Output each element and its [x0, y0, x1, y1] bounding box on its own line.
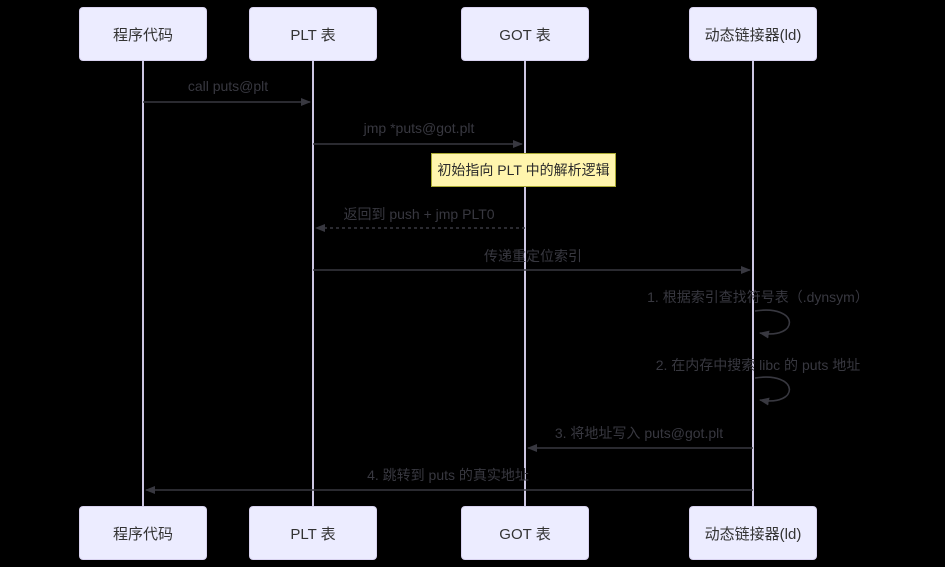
message-label-search-libc: 2. 在内存中搜索 libc 的 puts 地址: [655, 357, 861, 373]
actor-label: 程序代码: [112, 525, 173, 543]
self-loop-search-libc: [754, 376, 791, 406]
actor-label: GOT 表: [499, 26, 551, 44]
note-initial-plt-resolver: 初始指向 PLT 中的解析逻辑: [431, 153, 616, 187]
message-label-return-plt0: 返回到 push + jmp PLT0: [343, 206, 495, 222]
actor-box-linker-top: 动态链接器(ld): [689, 7, 817, 61]
actor-label: PLT 表: [290, 525, 336, 543]
actor-label: 动态链接器(ld): [704, 525, 802, 543]
actor-label: 程序代码: [112, 26, 173, 44]
note-label: 初始指向 PLT 中的解析逻辑: [437, 162, 610, 178]
actor-box-program-top: 程序代码: [79, 7, 207, 61]
actor-label: PLT 表: [290, 26, 336, 44]
message-label-pass-index: 传递重定位索引: [484, 248, 582, 264]
message-label-call-puts: call puts@plt: [187, 78, 269, 94]
message-label-lookup-symbol: 1. 根据索引查找符号表（.dynsym）: [647, 289, 869, 305]
message-label-jmp-got: jmp *puts@got.plt: [363, 120, 475, 136]
actor-label: 动态链接器(ld): [704, 26, 802, 44]
actor-box-program-bottom: 程序代码: [79, 506, 207, 560]
actor-label: GOT 表: [499, 525, 551, 543]
message-label-jump-real: 4. 跳转到 puts 的真实地址: [367, 467, 529, 483]
actor-box-plt-top: PLT 表: [249, 7, 377, 61]
actor-box-got-top: GOT 表: [461, 7, 589, 61]
actor-box-plt-bottom: PLT 表: [249, 506, 377, 560]
actor-box-got-bottom: GOT 表: [461, 506, 589, 560]
actor-box-linker-bottom: 动态链接器(ld): [689, 506, 817, 560]
self-loop-lookup-symbol: [754, 309, 791, 339]
message-label-write-got: 3. 将地址写入 puts@got.plt: [554, 425, 724, 441]
